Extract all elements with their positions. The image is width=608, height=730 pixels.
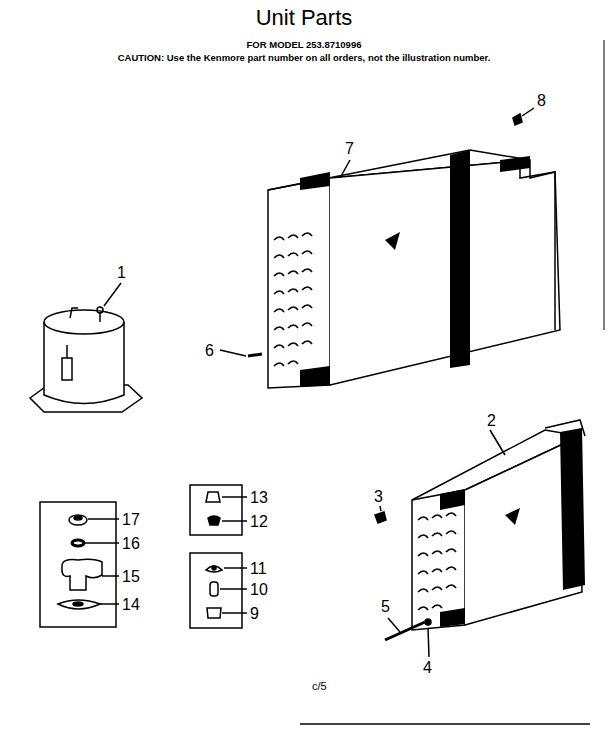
caution-note: CAUTION: Use the Kenmore part number on …: [118, 53, 491, 63]
callout-number: 9: [250, 605, 259, 623]
callout-number: 11: [250, 560, 267, 578]
callout-number: 1: [117, 264, 126, 282]
model-note: FOR MODEL 253.8710996: [247, 40, 362, 50]
callout-number: 10: [250, 581, 268, 599]
compressor: [30, 283, 142, 412]
callout-number: 17: [122, 511, 140, 529]
callout-number: 8: [537, 92, 546, 110]
callout-number: 12: [250, 513, 268, 531]
hardware-panel: [190, 485, 247, 535]
hardware-panel: [40, 502, 119, 627]
page-title: Unit Parts: [256, 6, 353, 30]
callout-number: 3: [374, 488, 383, 506]
rule-line: [300, 723, 590, 725]
hardware-panel: [190, 553, 247, 628]
edge-line: [604, 40, 605, 330]
callout-number: 4: [423, 659, 432, 677]
callout-number: 15: [122, 568, 140, 586]
callout-number: 7: [345, 140, 354, 158]
callout-number: 5: [381, 598, 390, 616]
callout-number: 6: [205, 342, 214, 360]
page-code: c/5: [312, 680, 327, 692]
callout-number: 14: [122, 596, 140, 614]
callout-number: 16: [122, 535, 140, 553]
callout-number: 13: [250, 489, 268, 507]
evaporator-coil: [375, 420, 585, 657]
callout-number: 2: [487, 412, 496, 430]
condenser-coil: [220, 108, 560, 388]
